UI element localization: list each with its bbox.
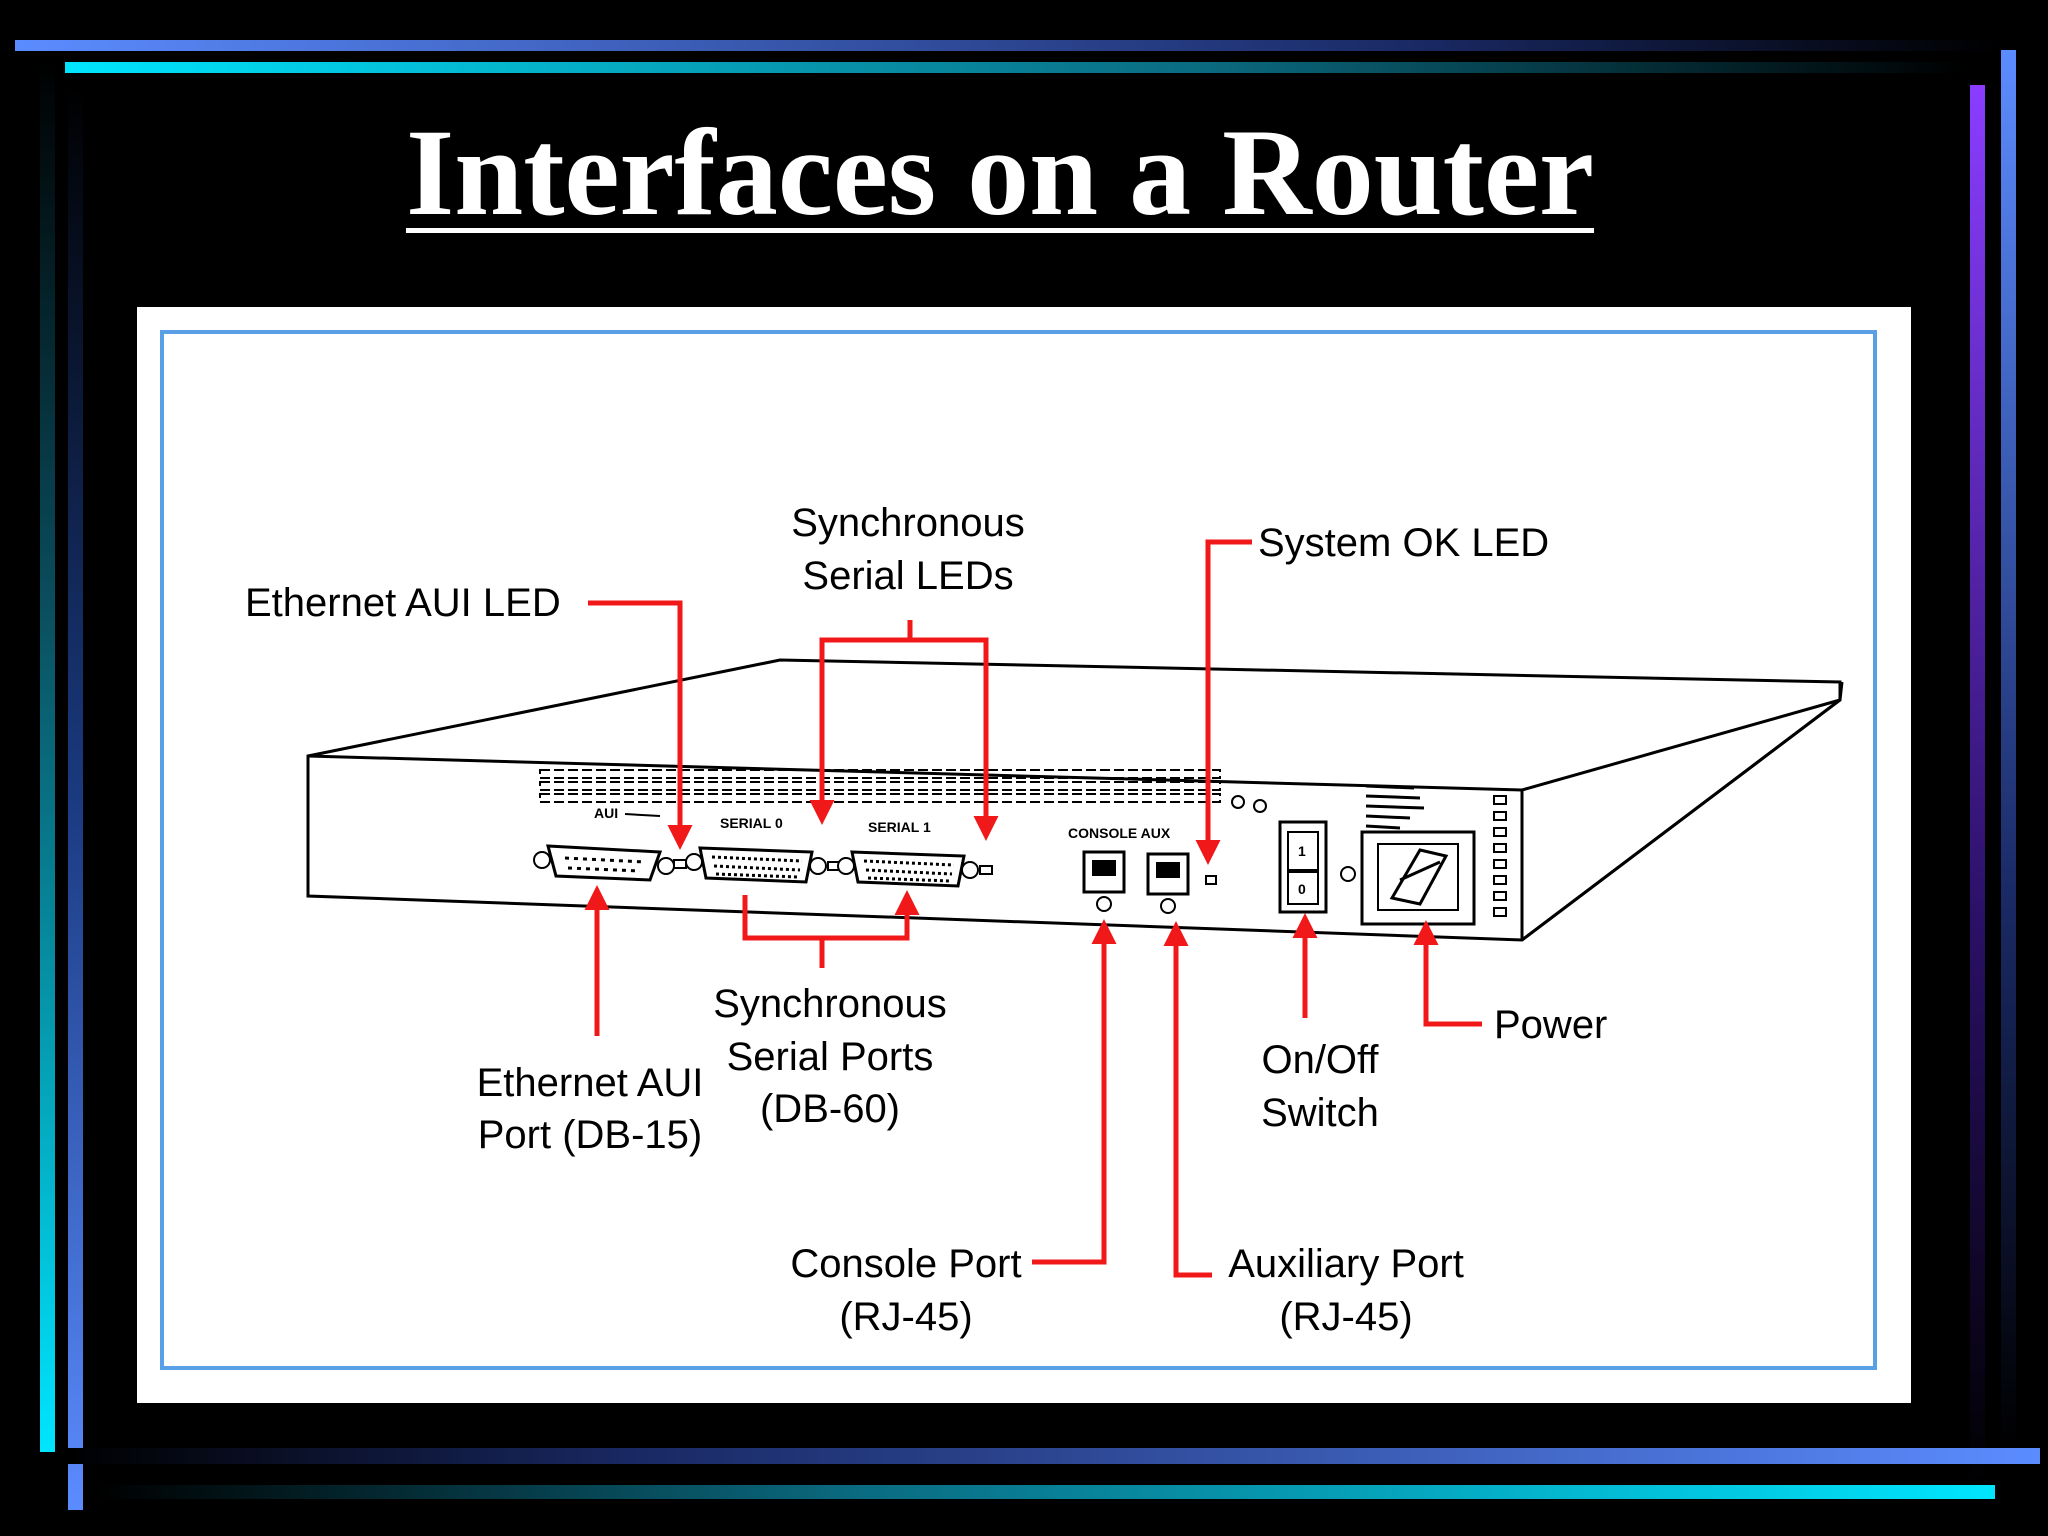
switch-label-off: 0 [1298,881,1306,897]
frame-top-bar-inner [65,62,1965,73]
label-on-off-switch-line2: Switch [1261,1091,1379,1135]
frame-bottom-bar-inner [95,1485,1995,1499]
callout-system-ok-led: System OK LED [1195,521,1549,865]
label-sync-serial-ports-line3: (DB-60) [760,1087,900,1131]
label-console-port-line1: Console Port [790,1242,1021,1286]
panel-label-serial0: SERIAL 0 [720,815,783,831]
panel-label-aui: AUI [594,805,618,821]
frame-top-bar-outer [15,40,2000,51]
label-power: Power [1494,1003,1607,1047]
callout-sync-serial-ports: Synchronous Serial Ports (DB-60) [713,890,947,1131]
frame-left-bar-inner [68,85,83,1510]
label-ethernet-aui-port-line2: Port (DB-15) [478,1113,703,1157]
side-vents [1493,795,1507,917]
label-console-port-line2: (RJ-45) [839,1295,972,1339]
vent-slots [539,769,1267,813]
label-on-off-switch-line1: On/Off [1261,1038,1379,1082]
power-switch: 1 0 [1278,820,1328,914]
aui-led [673,859,687,869]
label-sync-serial-leds-line1: Synchronous [791,501,1024,545]
frame-right-bar-outer [2001,50,2016,1450]
serial1-led [979,865,993,875]
figure-border [160,330,1877,1370]
console-port [1082,850,1126,912]
frame-bottom-bar-outer [65,1448,2040,1464]
serial1-port [837,850,979,888]
callout-power: Power [1413,920,1607,1047]
callout-on-off-switch: On/Off Switch [1261,913,1379,1135]
slide-title: Interfaces on a Router [405,104,1595,241]
label-ethernet-aui-port-line1: Ethernet AUI [477,1061,704,1105]
aux-port [1146,852,1190,914]
callout-sync-serial-leds: Synchronous Serial LEDs [791,501,1025,841]
panel-label-serial1: SERIAL 1 [868,819,931,835]
label-sync-serial-ports-line2: Serial Ports [727,1035,934,1079]
frame-left-bar-outer [40,60,55,1452]
label-system-ok-led: System OK LED [1258,521,1549,565]
callout-ethernet-aui-port: Ethernet AUI Port (DB-15) [477,885,704,1157]
power-inlet [1360,830,1476,926]
switch-indicator [1340,866,1356,882]
label-auxiliary-port-line1: Auxiliary Port [1228,1242,1464,1286]
spec-label [1365,784,1425,830]
label-ethernet-aui-led: Ethernet AUI LED [245,581,561,625]
serial0-port [685,846,827,884]
label-sync-serial-leds-line2: Serial LEDs [802,554,1013,598]
label-sync-serial-ports-line1: Synchronous [713,982,946,1026]
system-ok-led [1205,875,1217,885]
frame-right-bar-inner [1970,85,1985,1485]
aui-port [533,844,675,882]
callout-ethernet-aui-led: Ethernet AUI LED [245,581,693,850]
router-chassis [306,658,1844,942]
callout-auxiliary-port: Auxiliary Port (RJ-45) [1163,921,1464,1339]
label-auxiliary-port-line2: (RJ-45) [1279,1295,1412,1339]
switch-label-on: 1 [1298,843,1306,859]
panel-label-console-aux: CONSOLE AUX [1068,825,1171,841]
callout-console-port: Console Port (RJ-45) [790,919,1117,1339]
